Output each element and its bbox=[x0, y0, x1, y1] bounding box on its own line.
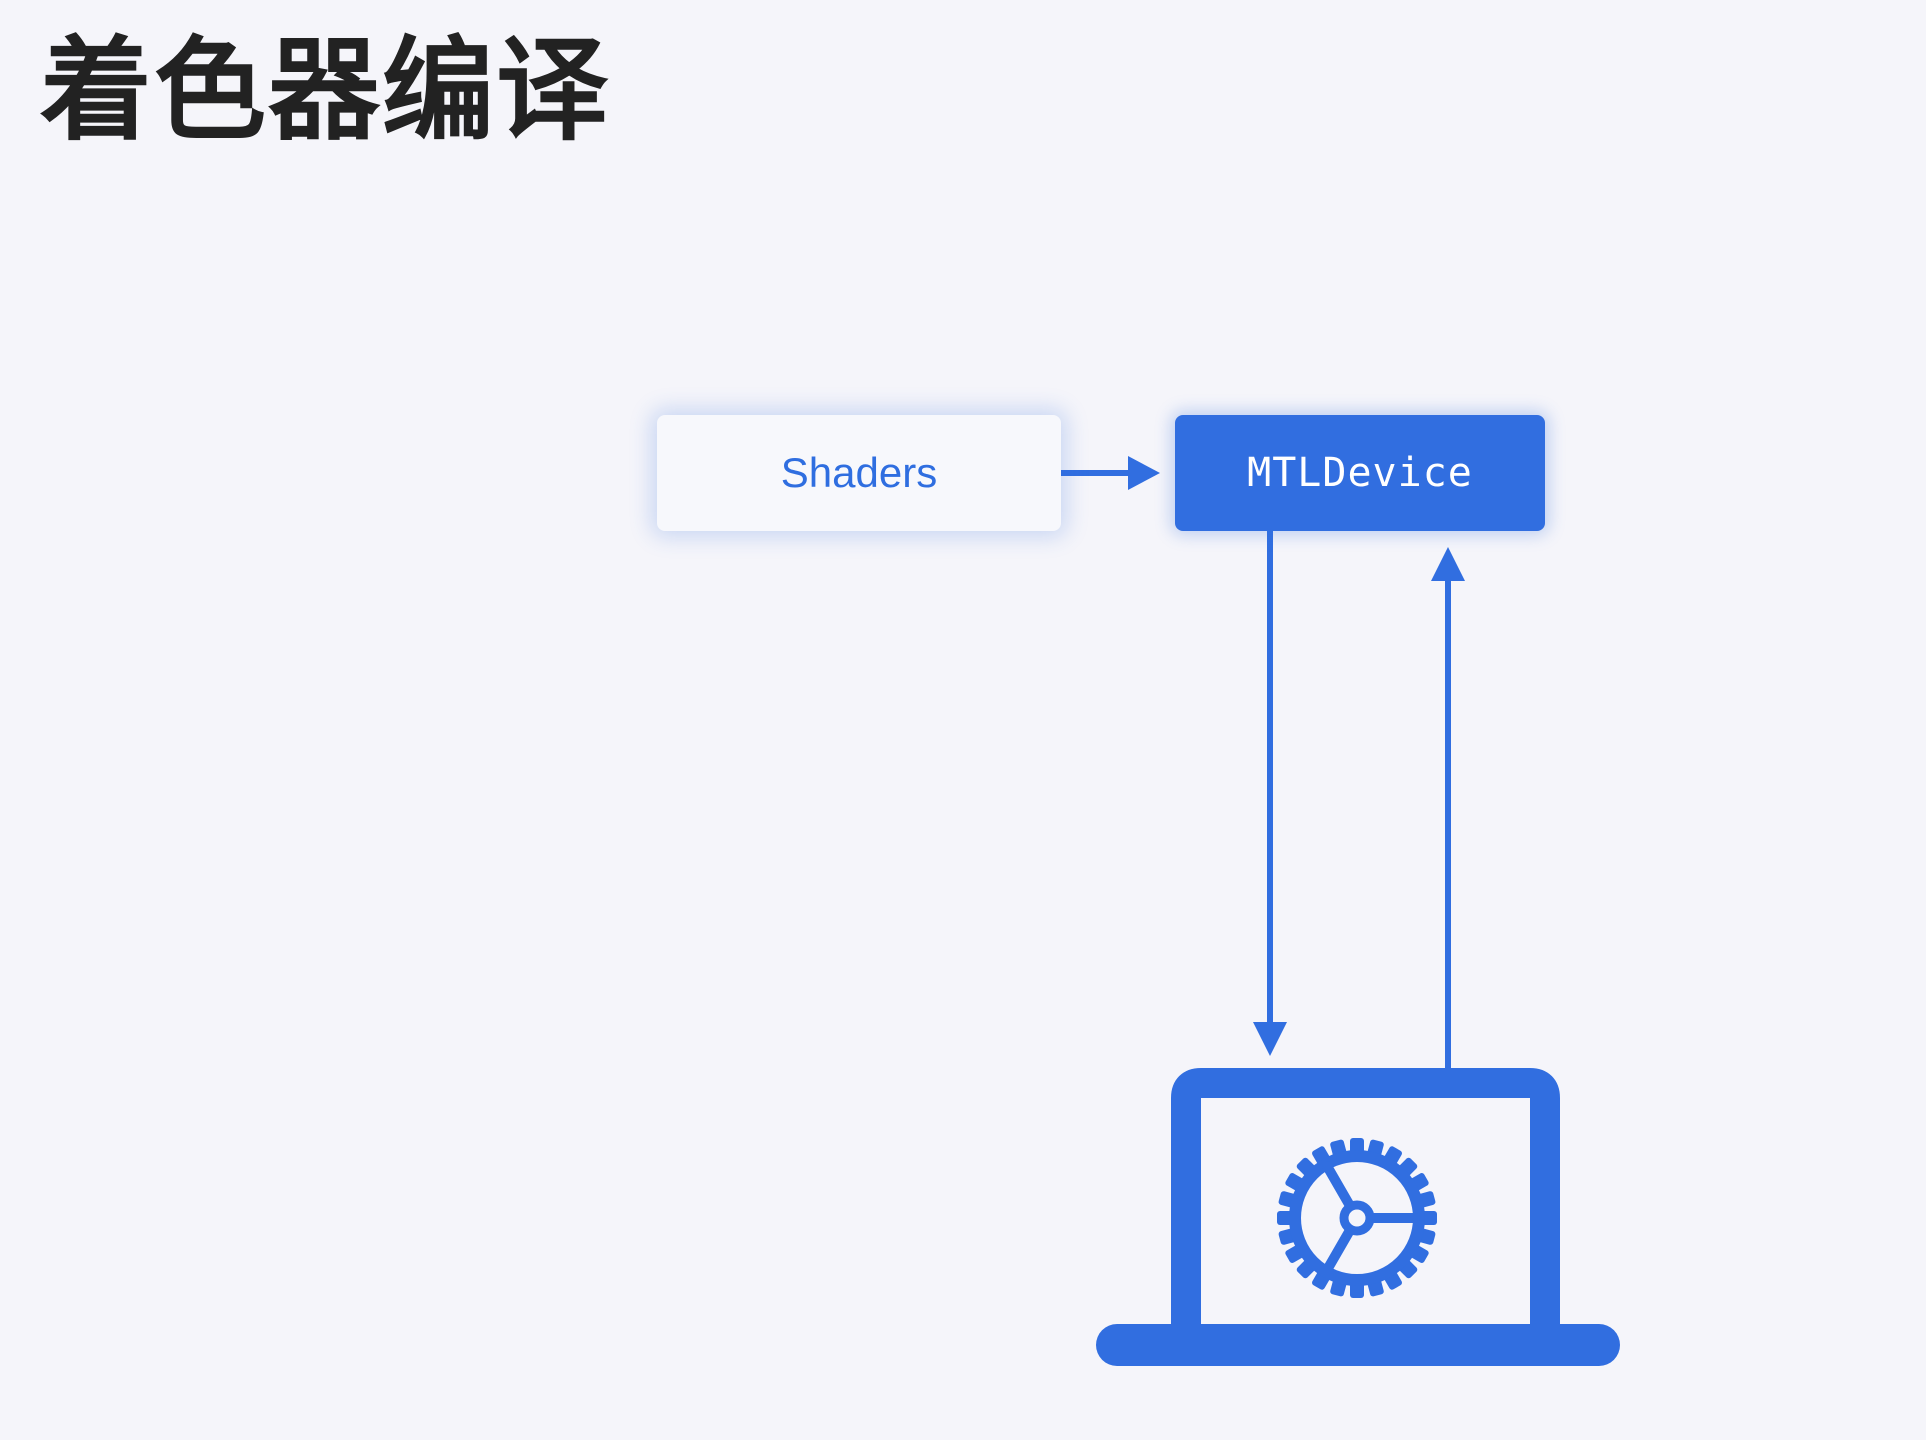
mtldevice-label: MTLDevice bbox=[1247, 450, 1473, 496]
mtldevice-node: MTLDevice bbox=[1175, 415, 1545, 531]
shaders-label: Shaders bbox=[780, 449, 938, 496]
gear-icon bbox=[1277, 1138, 1437, 1298]
arrow-shaders-to-device bbox=[1061, 456, 1160, 490]
shaders-node: Shaders bbox=[657, 415, 1061, 531]
slide-title: 着色器编译 bbox=[40, 26, 610, 156]
arrow-device-to-compiler bbox=[1253, 531, 1287, 1056]
laptop-gear-icon bbox=[1096, 1068, 1620, 1366]
arrow-compiler-to-device bbox=[1431, 547, 1465, 1070]
laptop-base bbox=[1096, 1324, 1620, 1366]
laptop-screen bbox=[1171, 1068, 1560, 1331]
